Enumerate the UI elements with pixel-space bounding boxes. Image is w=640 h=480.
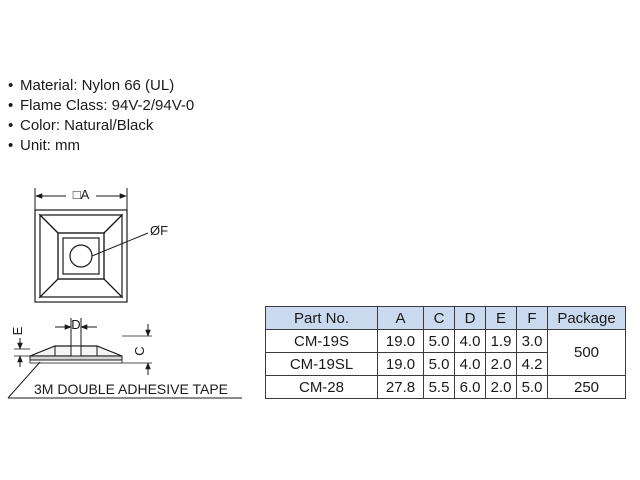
cell-d: 4.0 [454,329,486,353]
cell-package: 250 [547,375,626,399]
mount-top-view [34,209,128,303]
cell-f: 5.0 [516,375,548,399]
bullet: • [8,137,14,154]
cell-f: 3.0 [516,329,548,353]
tape-label: 3M DOUBLE ADHESIVE TAPE [34,381,228,397]
label-c: C [132,346,147,355]
label-e: E [10,326,25,335]
mount-side-view: D E C 3M DOUBLE ADHESIVE TAPE [7,317,242,399]
header-f: F [516,306,548,330]
spec-material: Material: Nylon 66 (UL) [20,77,175,94]
header-package: Package [547,306,626,330]
spec-item-color: • Color: Natural/Black [8,116,194,136]
cell-a: 19.0 [377,329,424,353]
cell-c: 5.5 [423,375,455,399]
cell-e: 1.9 [485,329,517,353]
table-row: CM-19S 19.0 5.0 4.0 1.9 3.0 500 [265,329,626,376]
label-d: D [71,317,80,332]
cell-part: CM-19S [265,329,378,353]
spec-item-material: • Material: Nylon 66 (UL) [8,76,194,96]
spec-item-unit: • Unit: mm [8,136,194,156]
table-row: CM-28 27.8 5.5 6.0 2.0 5.0 250 [265,375,626,399]
spec-table: Part No. A C D E F Package CM-19S 19.0 5… [265,306,626,399]
cell-e: 2.0 [485,375,517,399]
header-c: C [423,306,455,330]
bullet: • [8,77,14,94]
bullet: • [8,97,14,114]
spec-color: Color: Natural/Black [20,117,154,134]
label-f: ØF [150,223,168,238]
header-part-no: Part No. [265,306,378,330]
dimension-f: ØF [91,223,168,257]
dimension-a: □A [34,187,128,210]
header-d: D [454,306,486,330]
spec-list: • Material: Nylon 66 (UL) • Flame Class:… [8,76,194,156]
cell-package: 500 [547,329,626,376]
bullet: • [8,117,14,134]
cell-c: 5.0 [423,352,455,376]
spec-unit: Unit: mm [20,137,80,154]
cell-part: CM-19SL [265,352,378,376]
cell-a: 19.0 [377,352,424,376]
cell-d: 4.0 [454,352,486,376]
spec-item-flame: • Flame Class: 94V-2/94V-0 [8,96,194,116]
label-a: □A [73,187,90,202]
cell-a: 27.8 [377,375,424,399]
spec-flame-class: Flame Class: 94V-2/94V-0 [20,97,195,114]
cell-part: CM-28 [265,375,378,399]
header-a: A [377,306,424,330]
header-e: E [485,306,517,330]
cell-e: 2.0 [485,352,517,376]
cell-f: 4.2 [516,352,548,376]
cell-c: 5.0 [423,329,455,353]
table-header-row: Part No. A C D E F Package [265,306,626,330]
cell-d: 6.0 [454,375,486,399]
